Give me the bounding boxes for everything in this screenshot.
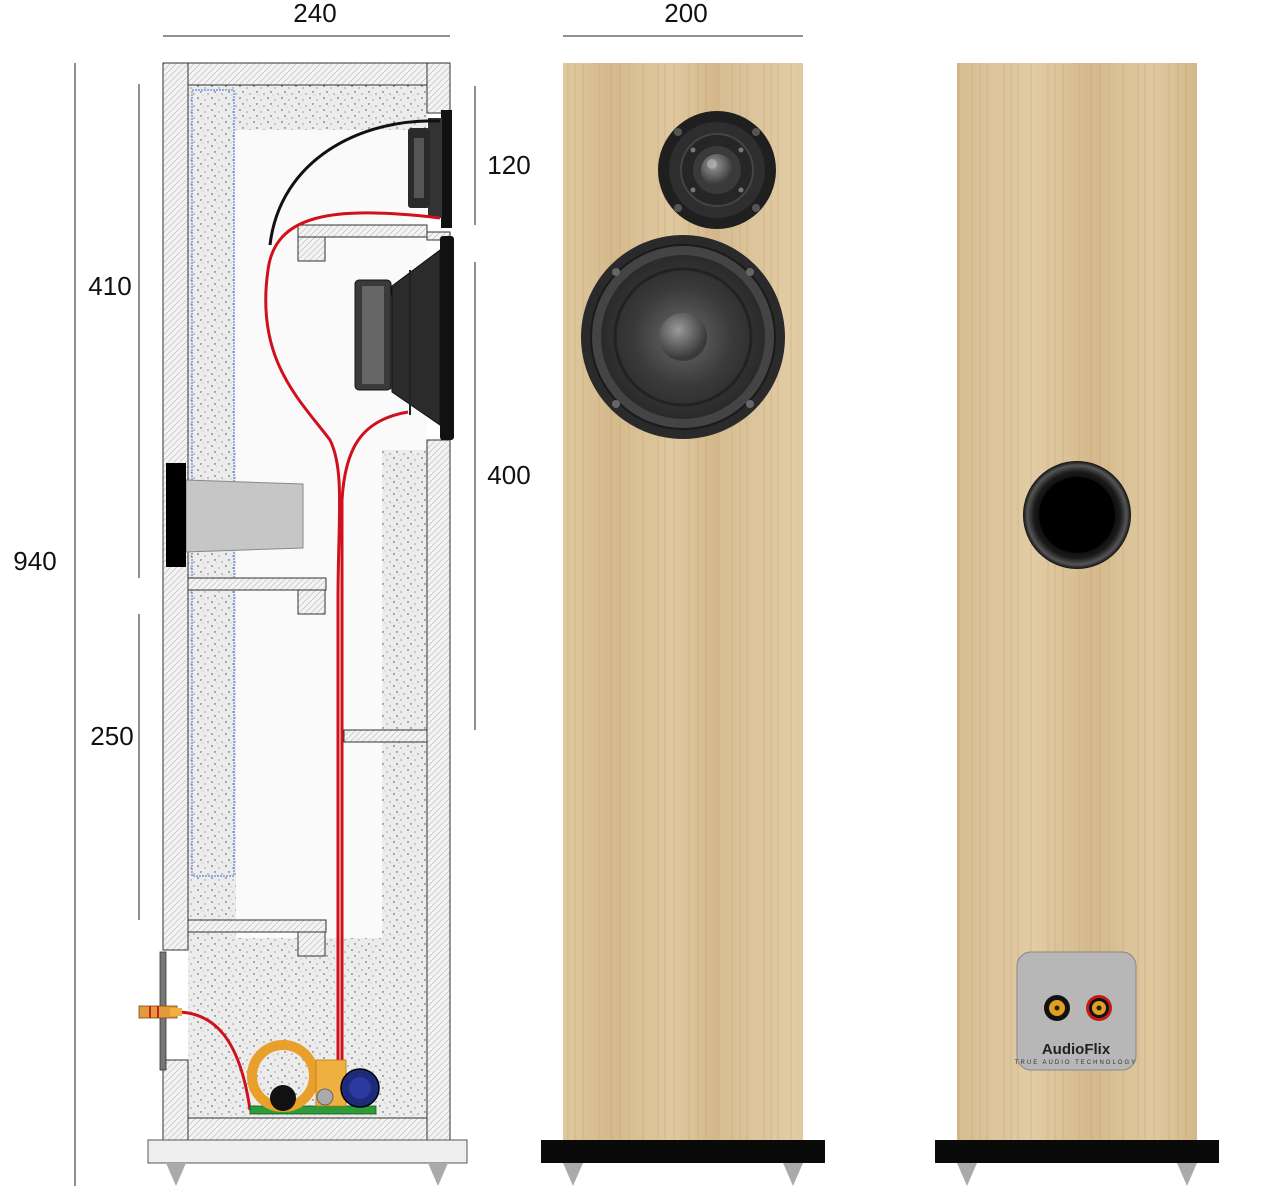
brand-tagline: TRUE AUDIO TECHNOLOGY bbox=[1015, 1060, 1137, 1066]
binding-post-icon bbox=[1086, 995, 1112, 1021]
binding-post-icon bbox=[1044, 995, 1070, 1021]
spike-foot-icon bbox=[563, 1163, 583, 1186]
lower-chamber-dimension-label: 250 bbox=[90, 721, 133, 751]
upper-chamber-dimension-label: 410 bbox=[88, 271, 131, 301]
width-dimension-label: 200 bbox=[664, 0, 707, 28]
spike-foot-icon bbox=[957, 1163, 977, 1186]
top-panel-section bbox=[187, 62, 428, 86]
front-baffle-section bbox=[426, 439, 451, 1141]
brand-logo: AudioFlix bbox=[1042, 1041, 1111, 1058]
brace-top bbox=[297, 224, 428, 238]
spike-foot-icon bbox=[783, 1163, 803, 1186]
crossover-board-icon bbox=[247, 1040, 380, 1115]
bass-port-icon bbox=[1023, 461, 1131, 569]
woofer-zone-dimension-label: 400 bbox=[487, 460, 530, 490]
dimension-lines bbox=[74, 35, 803, 1186]
tweeter-section-icon bbox=[408, 110, 452, 228]
internal-wiring bbox=[175, 119, 441, 1111]
spike-foot-icon bbox=[1177, 1163, 1197, 1186]
spike-foot-icon bbox=[166, 1163, 186, 1186]
tweeter-zone-dimension-label: 120 bbox=[487, 150, 530, 180]
cross-section-view bbox=[138, 62, 468, 1186]
terminal-section-icon bbox=[138, 951, 182, 1071]
brace-front bbox=[343, 729, 428, 743]
rear-view: AudioFlix TRUE AUDIO TECHNOLOGY bbox=[935, 63, 1219, 1186]
height-dimension-label: 940 bbox=[13, 546, 56, 576]
spike-foot-icon bbox=[428, 1163, 448, 1186]
rear-plinth bbox=[935, 1140, 1219, 1163]
brace-middle bbox=[187, 577, 327, 591]
front-view bbox=[541, 63, 825, 1186]
front-wood-cabinet bbox=[563, 63, 803, 1140]
woofer-section-icon bbox=[354, 236, 454, 440]
bass-port-section bbox=[166, 463, 304, 567]
terminal-plate: AudioFlix TRUE AUDIO TECHNOLOGY bbox=[1015, 951, 1137, 1071]
bottom-panel-section bbox=[187, 1117, 428, 1141]
woofer-icon bbox=[581, 235, 785, 439]
brace-lower bbox=[187, 919, 327, 933]
depth-dimension-label: 240 bbox=[293, 0, 336, 28]
front-plinth bbox=[541, 1140, 825, 1163]
tweeter-icon bbox=[658, 111, 776, 229]
plinth-section bbox=[147, 1139, 468, 1164]
